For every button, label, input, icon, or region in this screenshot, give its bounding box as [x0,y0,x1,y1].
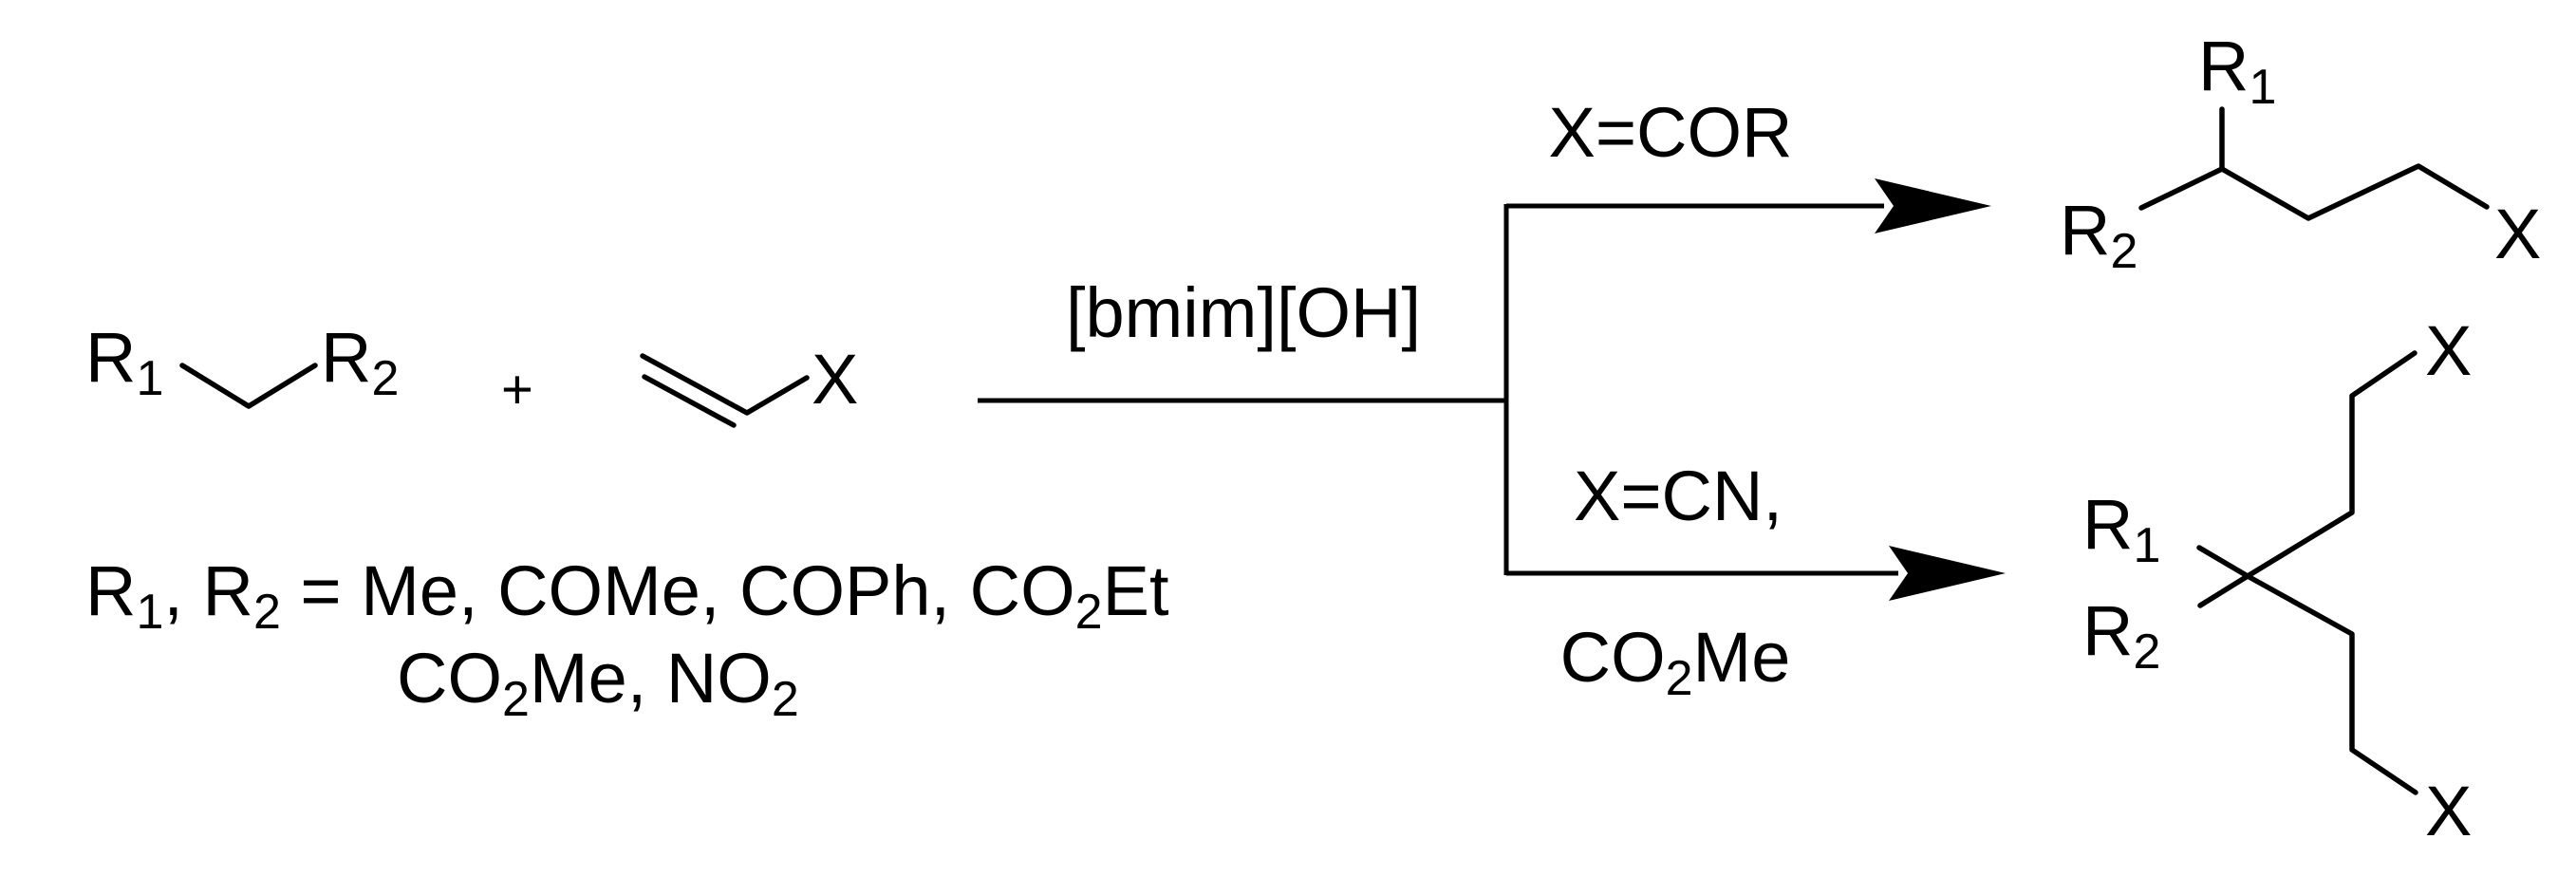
reactant1-bonds [179,363,318,409]
lower-arrowhead [1889,546,2006,601]
reaction-arrows [978,178,2006,601]
reactant2-x-label: X [812,340,858,419]
substituents-line-2: CO2Me, NO2 [397,639,799,727]
vinyl-bonds [640,353,810,416]
product1-r2-label: R2 [2060,191,2137,279]
product1-r1-label: R1 [2198,27,2276,115]
catalyst-label: [bmim][OH] [1066,273,1421,352]
product-1-mono-adduct: R1 R2 X [2060,27,2541,279]
product2-r1-label: R1 [2082,485,2160,573]
product2-r-bonds [2196,545,2250,608]
upper-arrowhead [1875,178,1991,233]
reactant1-r1-label: R1 [85,318,163,406]
vinyl-double-bond [642,374,737,428]
product2-chains [2245,350,2418,795]
plus-sign: + [501,359,533,420]
product1-x-label: X [2494,195,2541,273]
lower-condition-line-2: CO2Me [1560,618,1791,706]
lower-condition-line-1: X=CN, [1574,457,1783,535]
substituent-definitions: R1, R2 = Me, COMe, COPh, CO2Et CO2Me, NO… [85,551,1169,727]
reactant-2-vinyl: X [640,340,858,428]
reactant-1-malonate: R1 R2 [85,318,399,409]
product2-x-top-label: X [2425,311,2472,390]
product-2-bis-adduct: X R1 R2 X [2082,311,2472,850]
product1-chain [2138,163,2490,221]
product2-r2-label: R2 [2082,591,2160,680]
substituents-line-1: R1, R2 = Me, COMe, COPh, CO2Et [85,551,1169,640]
upper-condition-label: X=COR [1548,93,1792,172]
product2-x-bottom-label: X [2425,772,2472,850]
reactant1-r2-label: R2 [321,318,399,406]
